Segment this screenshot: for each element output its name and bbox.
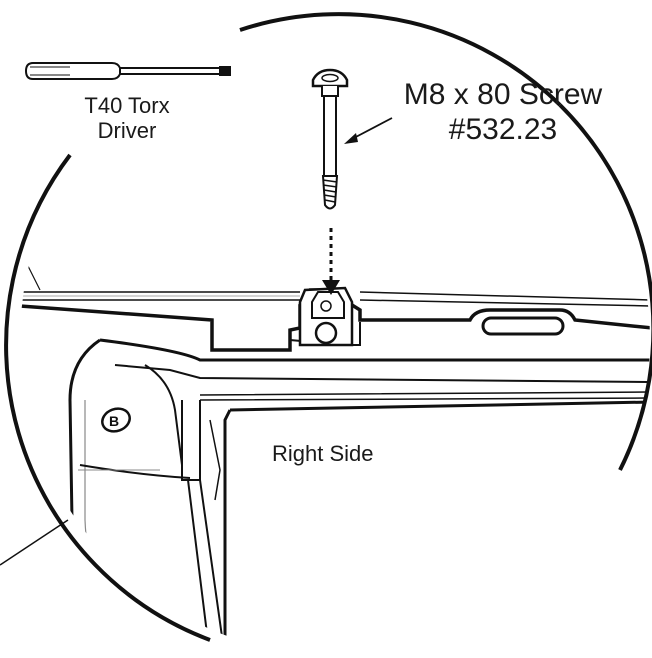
torx-screwdriver-icon: [24, 62, 231, 80]
screw-label: M8 x 80 Screw #532.23: [388, 78, 618, 147]
screw-label-line1: M8 x 80 Screw: [403, 78, 603, 111]
screw-icon: [311, 68, 349, 210]
screw-part-number: #532.23: [448, 112, 558, 146]
svg-text:B: B: [109, 413, 119, 429]
leader-line: [0, 519, 69, 566]
brand-logo-icon: B: [101, 407, 131, 433]
tool-label-line2: Driver: [97, 118, 157, 144]
callout-arrow: [344, 117, 393, 144]
tool-label-line1: T40 Torx: [84, 93, 170, 118]
screw-mount-bracket: [298, 286, 354, 347]
insertion-arrow: [322, 228, 340, 295]
side-label: Right Side: [272, 441, 374, 466]
tool-label: T40 Torx Driver: [52, 93, 202, 144]
frame-detail: B: [20, 249, 650, 655]
magnifier-circle: [4, 12, 652, 642]
